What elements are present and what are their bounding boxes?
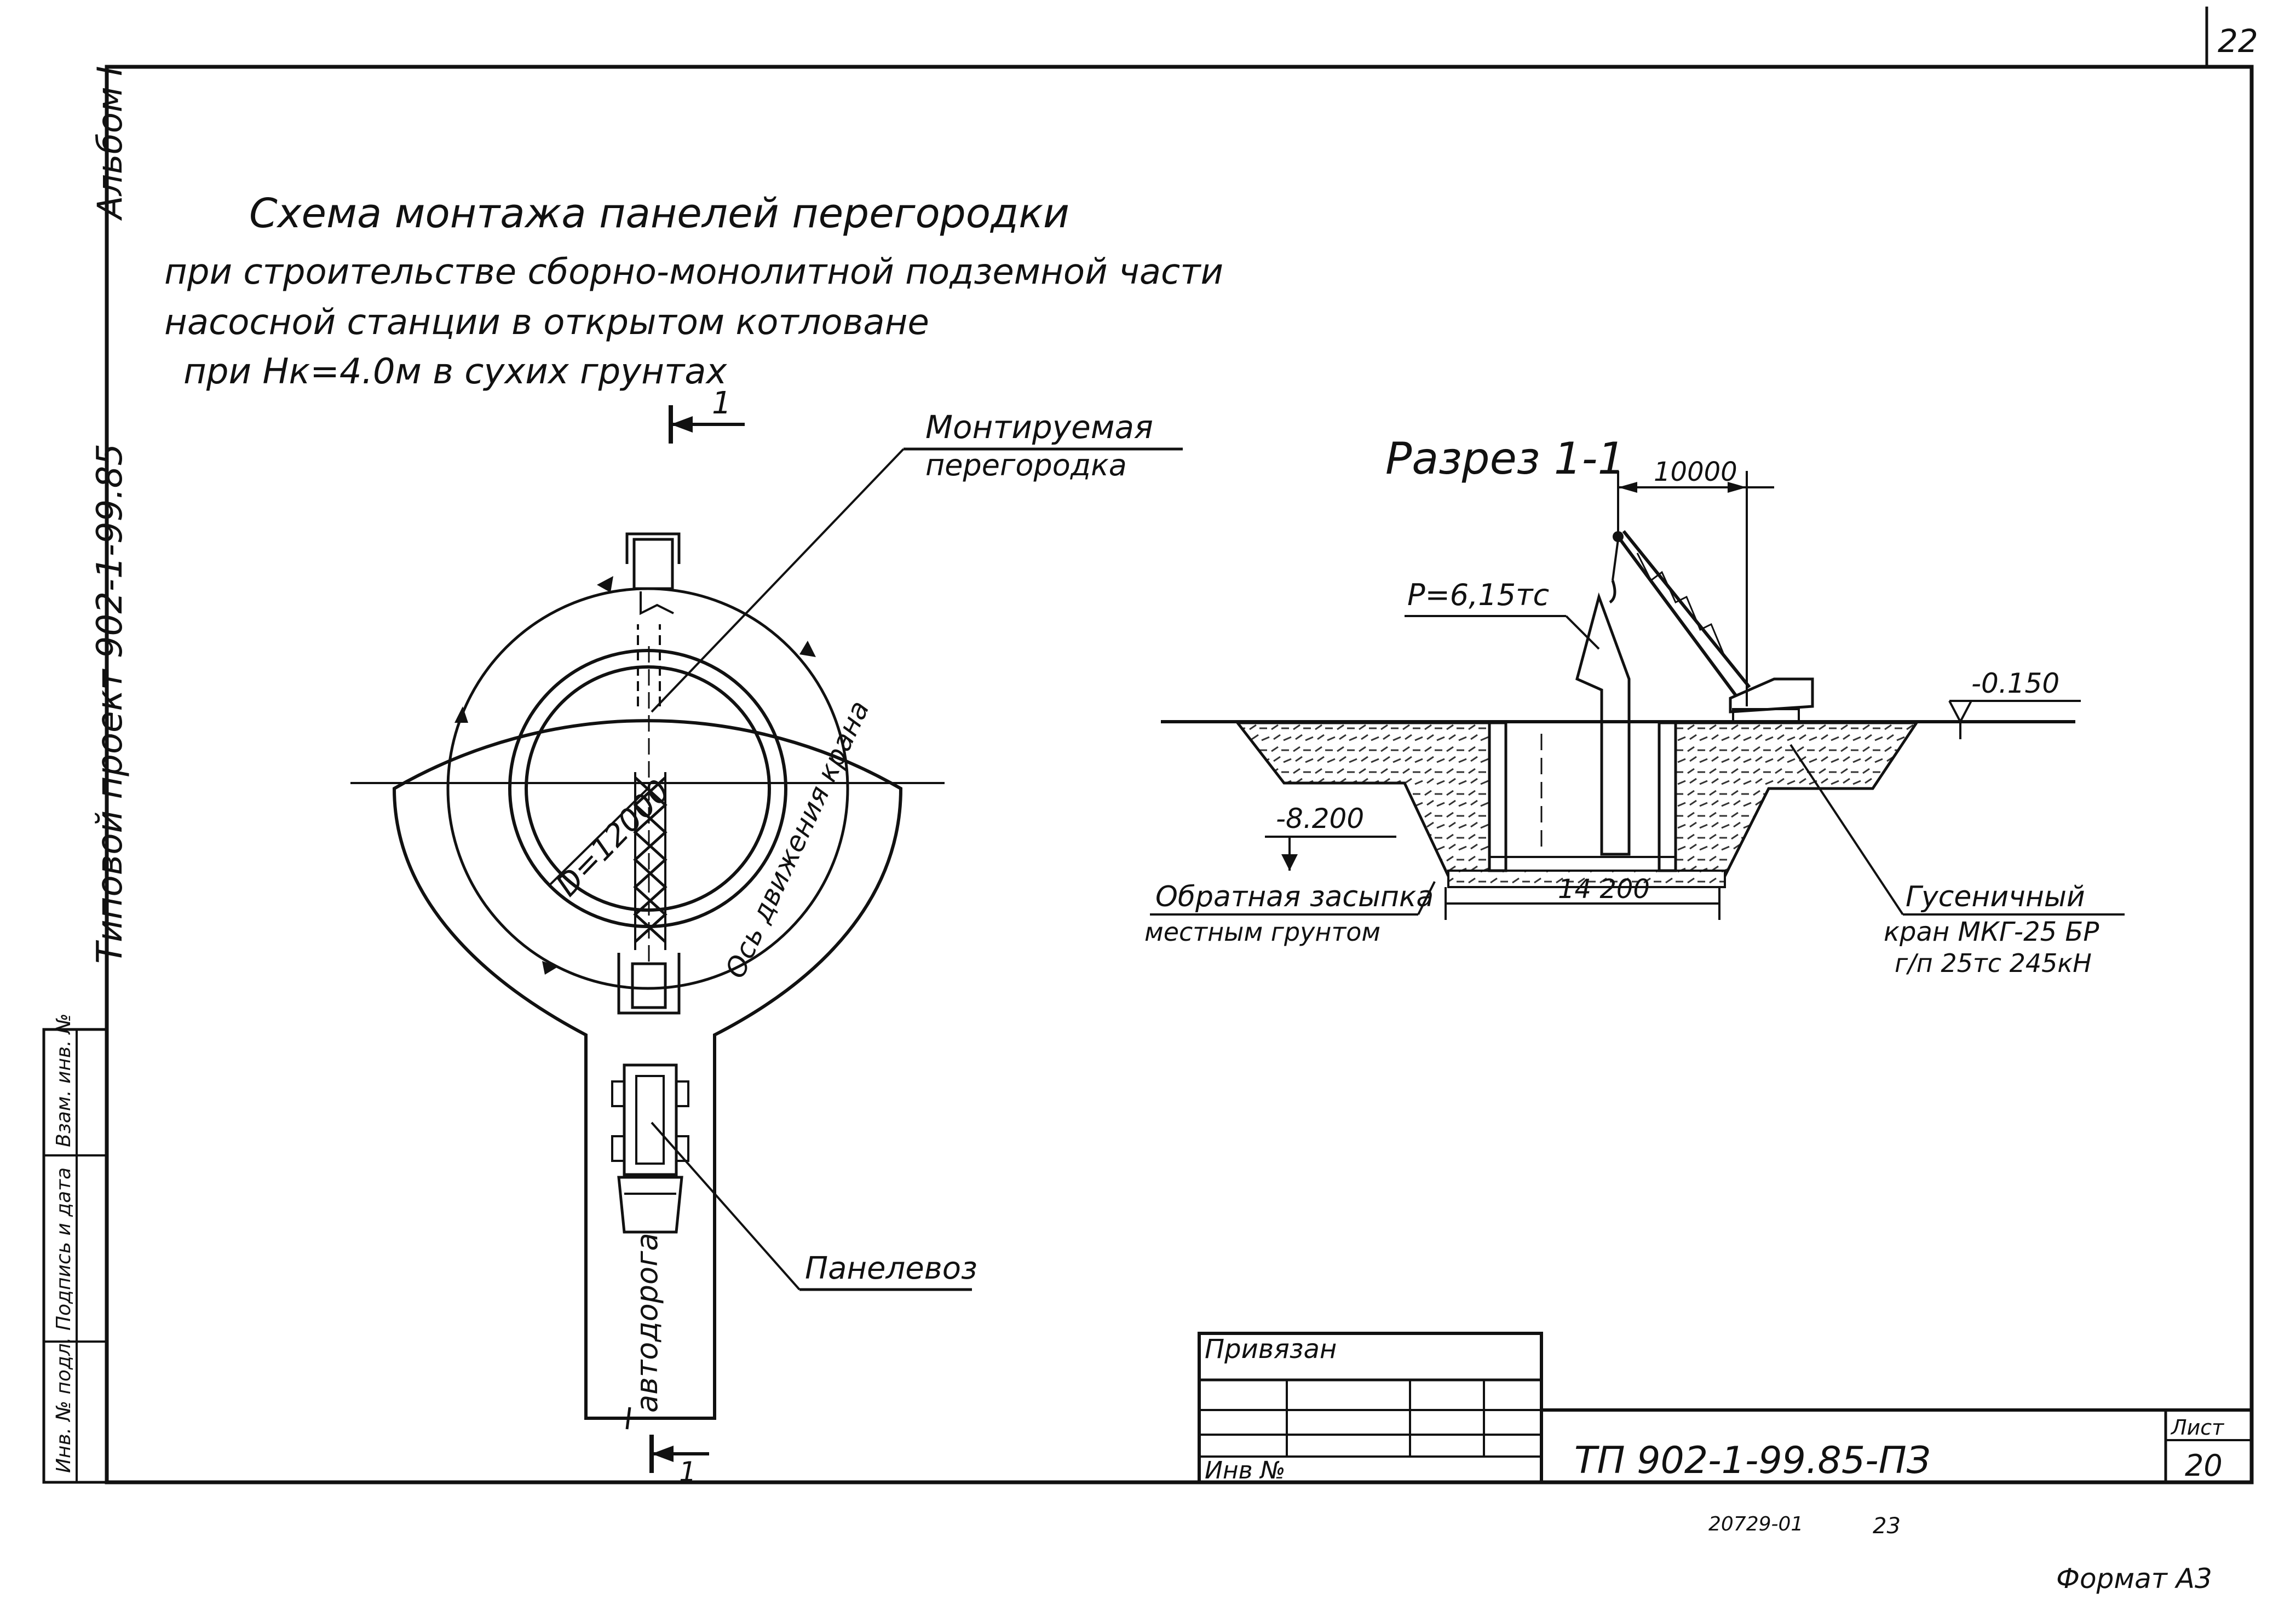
stamp-cell-inv: Инв. № подл. [53, 1337, 75, 1473]
backfill-label-2: местным грунтом [1144, 917, 1380, 947]
backfill-label-1: Обратная засыпка [1155, 881, 1434, 913]
section-mark-top-label: 1 [712, 385, 732, 421]
soil-right [1674, 721, 1919, 878]
section-mark-bottom: 1 [649, 1435, 709, 1488]
sheet-label: Лист [2170, 1415, 2225, 1440]
level-ground-label: -0.150 [1971, 667, 2059, 699]
structure-bottom-slab [1488, 856, 1677, 872]
reach-dimension: 10000 [1617, 457, 1774, 706]
section-mark-top: 1 [669, 385, 745, 444]
drawing-title: Схема монтажа панелей перегородки при ст… [164, 190, 1223, 392]
foundation-ring-inner [525, 665, 771, 912]
project-label: Типовой проект 902-1-99.85 [90, 444, 130, 964]
transporter-label: Панелевоз [805, 1251, 977, 1286]
privyazan-label: Привязан [1205, 1334, 1337, 1365]
section-view: Разрез 1-1 10000 [1144, 433, 2125, 978]
structure-wall-left [1488, 721, 1507, 872]
sheet-corner-number: 22 [2218, 22, 2258, 60]
pit-width-dimension: 14 200 [1445, 874, 1720, 920]
side-stamp: Инв. № подл. Подпись и дата Взам. инв. № [42, 1014, 108, 1484]
inv-no-label: Инв № [1205, 1457, 1285, 1484]
partition-label-2: перегородка [925, 448, 1127, 482]
partition-leader [651, 448, 905, 713]
format-label: Формат А3 [2056, 1563, 2212, 1595]
reach-dimension-label: 10000 [1654, 457, 1737, 487]
section-mark-bottom-label: 1 [679, 1456, 697, 1488]
crane-label-2: кран МКГ-25 БР [1884, 917, 2099, 947]
level-bottom: -8.200 [1265, 803, 1396, 871]
album-label: Альбом I [90, 66, 130, 221]
soil-bottom [1447, 870, 1726, 888]
soil-left [1234, 721, 1491, 878]
stamp-cell-replace: Взам. инв. № [53, 1014, 75, 1147]
level-bottom-label: -8.200 [1276, 803, 1364, 835]
crane-axis-label: Ось движения крана [719, 696, 876, 983]
order-number: 20729-01 [1708, 1513, 1803, 1535]
crane-top [625, 532, 681, 615]
crane-label-1: Гусеничный [1906, 881, 2085, 913]
crane-leader [1789, 744, 1904, 916]
margin-project: Типовой проект 902-1-99.85 [90, 444, 130, 964]
crane-label-3: г/п 25тс 245кН [1895, 948, 2092, 978]
title-line-4: при Нк=4.0м в сухих грунтах [183, 352, 728, 392]
document-code: ТП 902-1-99.85-ПЗ [1574, 1439, 1930, 1482]
load-label: Р=6,15тс [1407, 578, 1549, 612]
plan-view: 1 [350, 385, 1183, 1488]
page-number: 23 [1873, 1514, 1901, 1539]
crane-bottom [617, 953, 681, 1015]
panel-transporter [611, 1063, 689, 1234]
level-ground: -0.150 [1948, 667, 2081, 739]
title-line-2: при строительстве сборно-монолитной подз… [164, 252, 1223, 292]
title-block: Привязан Инв № ТП 902-1-99.85-ПЗ Лист 20 [1198, 1332, 2252, 1484]
crawler-crane [1613, 530, 1814, 724]
site-contour [392, 719, 903, 1420]
section-title: Разрез 1-1 [1385, 433, 1625, 484]
stamp-cell-sign: Подпись и дата [53, 1167, 75, 1331]
partition-panels [633, 624, 667, 950]
title-line-3: насосной станции в открытом котловане [164, 302, 929, 343]
partition-label-1: Монтируемая [925, 408, 1153, 446]
title-line-1: Схема монтажа панелей перегородки [249, 190, 1069, 237]
transporter-leader [651, 1121, 801, 1291]
sheet-number: 20 [2185, 1448, 2223, 1483]
margin-album: Альбом I [90, 66, 130, 221]
pit-width-label: 14 200 [1558, 874, 1650, 905]
diameter-line [549, 787, 649, 885]
structure-wall-right [1658, 721, 1677, 872]
road-label: автодорога [630, 1233, 664, 1413]
sheet-frame [105, 7, 2254, 1484]
